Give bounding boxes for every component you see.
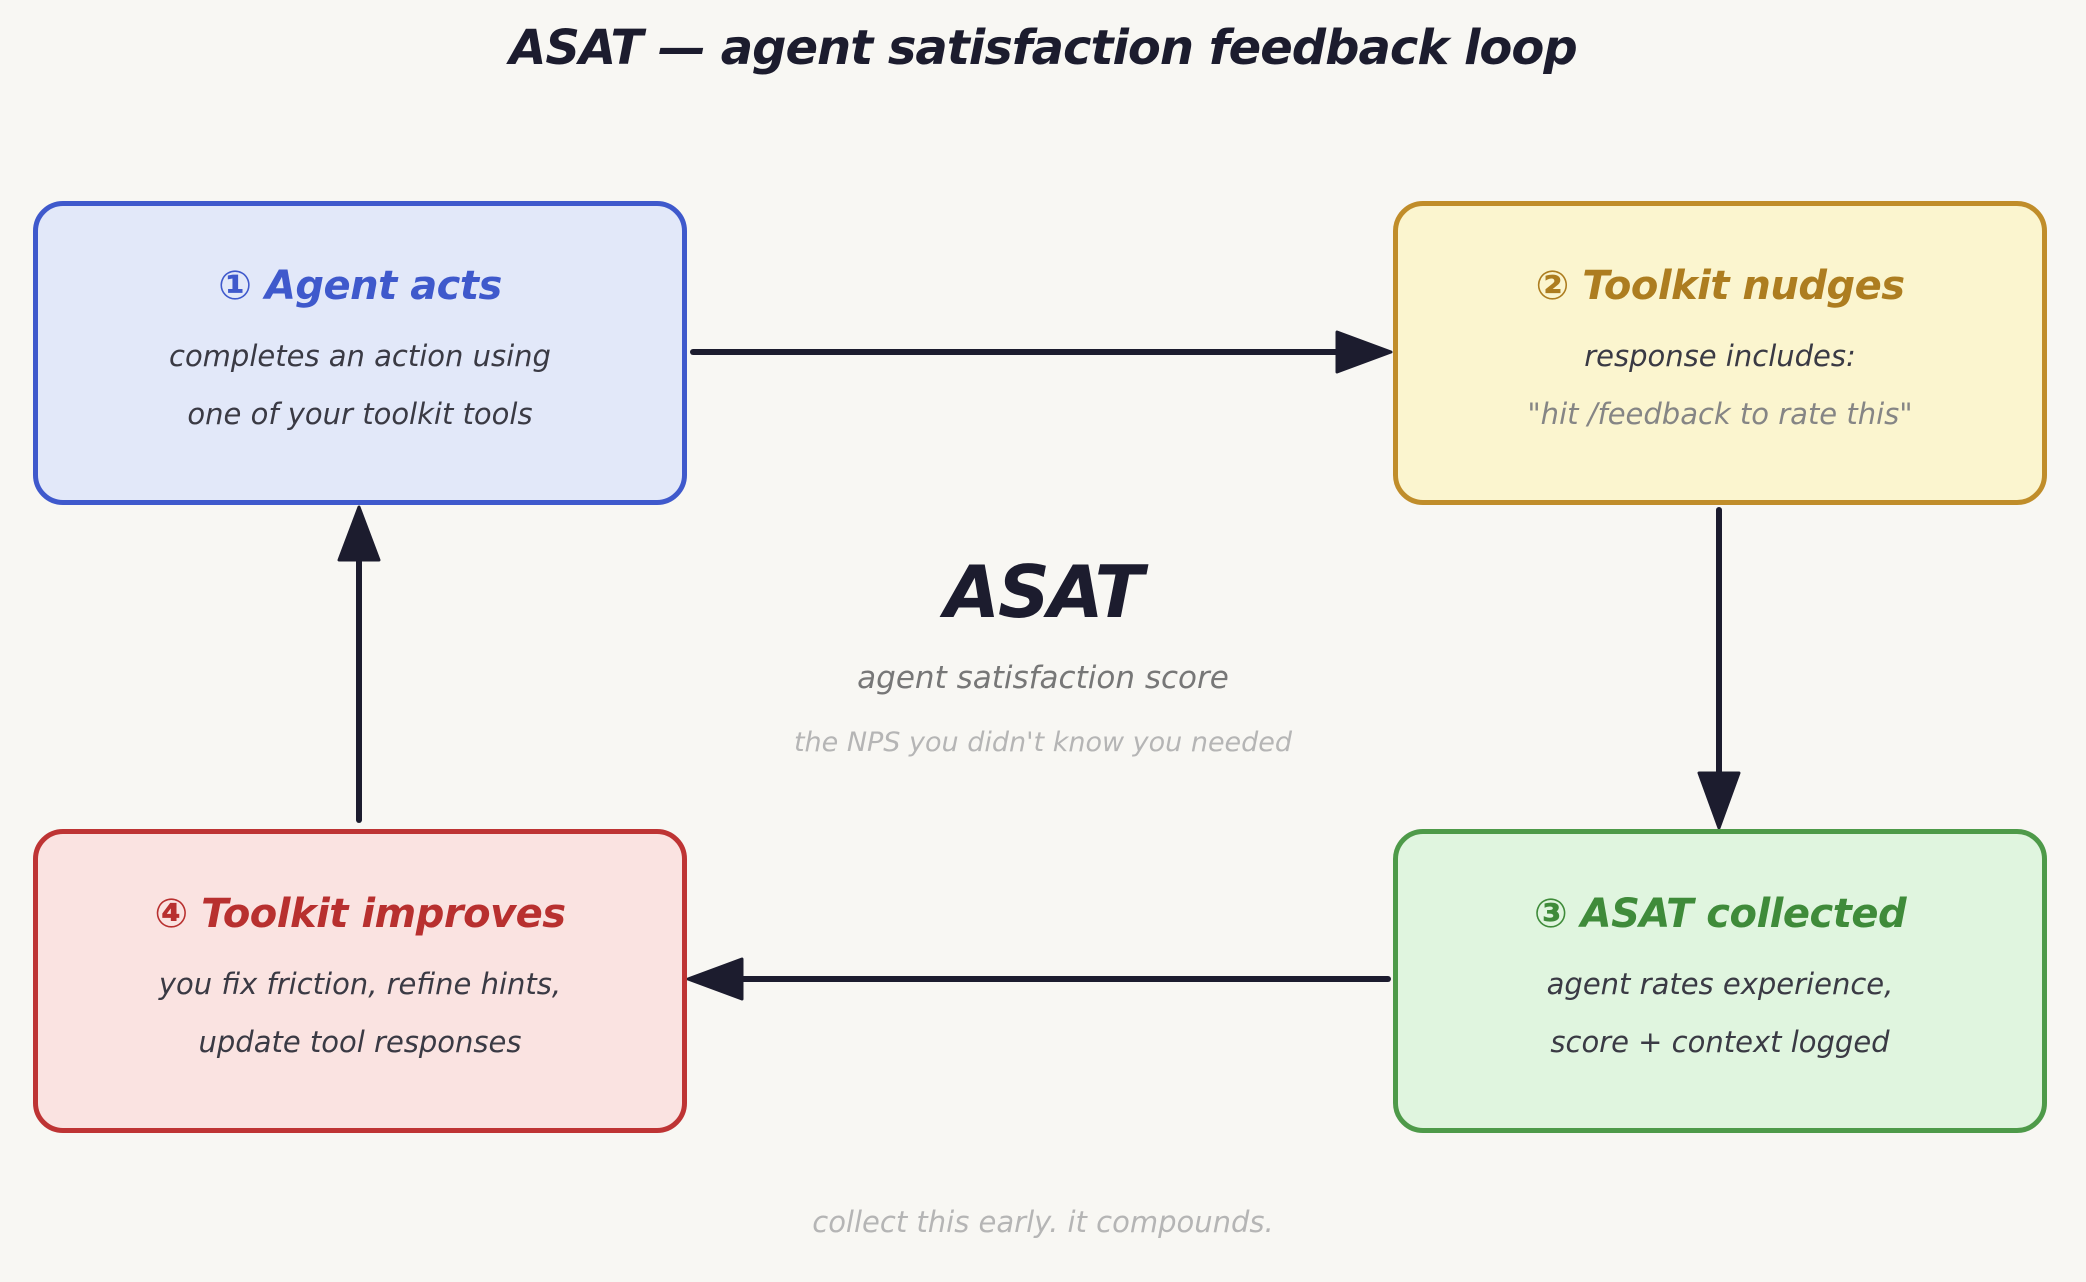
step-asat-collected: ③ ASAT collected agent rates experience,…: [1393, 829, 2047, 1133]
step-heading: ④ Toolkit improves: [154, 891, 566, 937]
arrowhead-step1: [337, 505, 381, 562]
step-text-line: response includes:: [1584, 339, 1856, 373]
step-heading: ② Toolkit nudges: [1535, 263, 1905, 309]
center-title: ASAT: [944, 550, 1144, 634]
step-text-line: score + context logged: [1550, 1025, 1890, 1059]
footer-note: collect this early. it compounds.: [812, 1205, 1274, 1239]
arrowhead-step3: [1697, 771, 1741, 830]
step-toolkit-nudges: ② Toolkit nudges response includes: "hit…: [1393, 201, 2047, 505]
center-subtitle: agent satisfaction score: [857, 660, 1229, 696]
diagram-title: ASAT — agent satisfaction feedback loop: [509, 20, 1577, 76]
step-agent-acts: ① Agent acts completes an action using o…: [33, 201, 687, 505]
center-note: the NPS you didn't know you needed: [793, 727, 1293, 758]
step-text-line: completes an action using: [169, 339, 551, 373]
step-text-line: update tool responses: [198, 1025, 522, 1059]
arrowhead-step2: [1335, 330, 1393, 374]
step-text-line: you fix friction, refine hints,: [158, 967, 562, 1001]
step-text-line: agent rates experience,: [1546, 967, 1894, 1001]
arrowhead-step4: [686, 957, 744, 1001]
step-quote-line: "hit /feedback to rate this": [1527, 397, 1913, 431]
step-heading: ③ ASAT collected: [1533, 891, 1907, 937]
step-text-line: one of your toolkit tools: [187, 397, 533, 431]
step-toolkit-improves: ④ Toolkit improves you fix friction, ref…: [33, 829, 687, 1133]
step-heading: ① Agent acts: [218, 263, 502, 309]
